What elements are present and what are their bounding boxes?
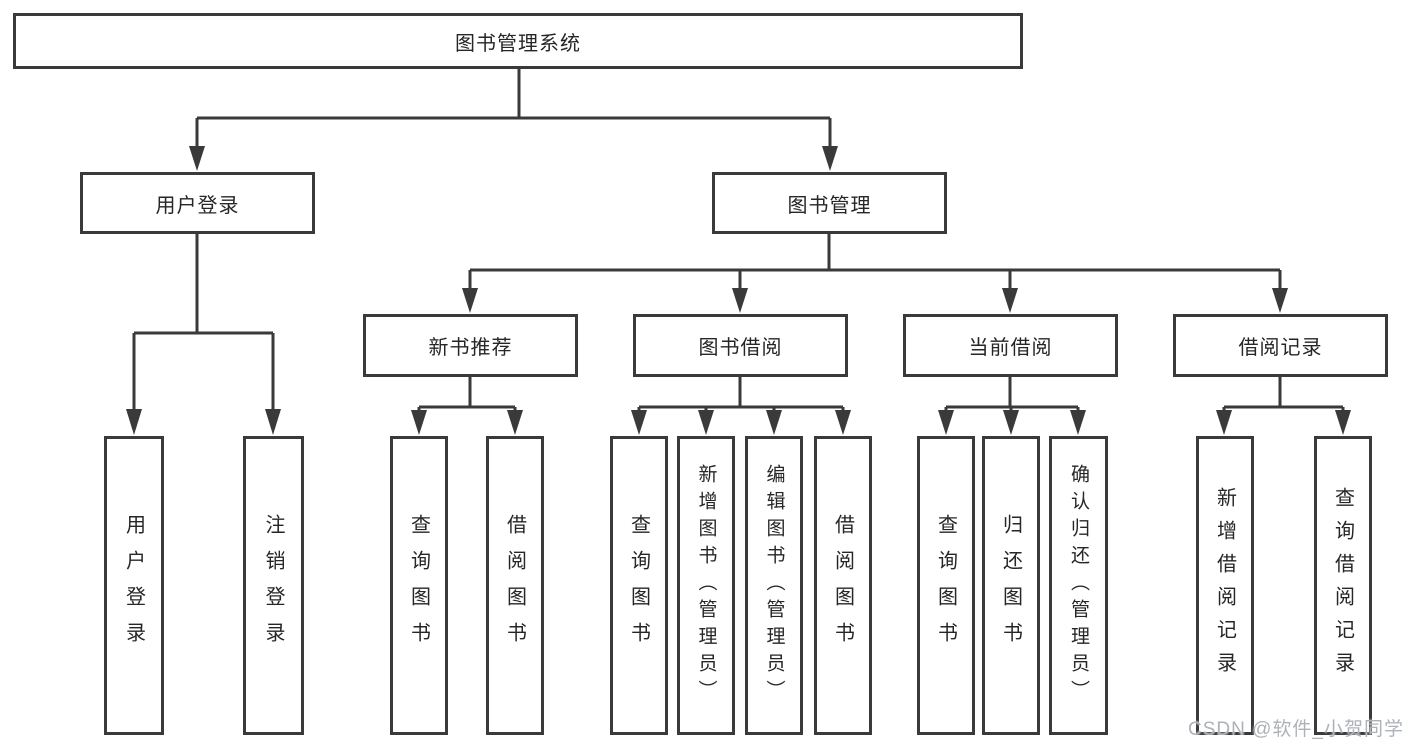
arrowhead: [411, 410, 427, 435]
arrowhead: [938, 410, 954, 435]
node-label: 查询图书: [627, 513, 650, 658]
node-label: 编辑图书（管理员）: [763, 464, 785, 707]
arrowhead: [631, 410, 647, 435]
node-label: 借阅图书: [831, 513, 854, 658]
node-root-library-system: 图书管理系统: [13, 13, 1023, 69]
node-new-book-recommendation: 新书推荐: [363, 314, 578, 377]
leaf-edit-books-admin: 编辑图书（管理员）: [745, 436, 803, 735]
node-label: 确认归还（管理员）: [1068, 464, 1089, 707]
node-label: 新增图书（管理员）: [695, 464, 717, 707]
arrowhead: [1003, 410, 1019, 435]
connector-book-management-to-level3: [462, 234, 1288, 313]
node-label: 图书管理: [787, 194, 872, 217]
leaf-user-login: 用户登录: [104, 436, 164, 735]
node-label: 查询借阅记录: [1331, 486, 1354, 685]
connector-segment: [468, 234, 1282, 289]
node-label: 注销登录: [262, 513, 284, 658]
node-label: 借阅图书: [503, 513, 526, 658]
connector-borrow-records-to-leaves: [1216, 377, 1351, 435]
arrowhead: [1335, 410, 1351, 435]
node-book-borrowing: 图书借阅: [633, 314, 848, 377]
leaf-query-borrow-record: 查询借阅记录: [1314, 436, 1372, 735]
connector-user-login-to-leaves: [126, 234, 281, 435]
node-label: 用户登录: [155, 194, 240, 217]
arrowhead: [732, 288, 748, 313]
arrowhead: [822, 146, 838, 171]
leaf-borrow-books-2: 借阅图书: [814, 436, 872, 735]
node-label: 新书推荐: [428, 337, 513, 359]
node-book-management: 图书管理: [712, 172, 947, 234]
arrowhead: [462, 288, 478, 313]
connector-segment: [132, 234, 275, 410]
node-label: 归还图书: [999, 513, 1022, 658]
leaf-add-books-admin: 新增图书（管理员）: [677, 436, 735, 735]
leaf-query-books-2: 查询图书: [610, 436, 668, 735]
csdn-watermark: CSDN @软件_小贺同学: [1188, 719, 1404, 740]
arrowhead: [766, 410, 782, 435]
arrowhead: [265, 409, 281, 435]
leaf-return-books: 归还图书: [982, 436, 1040, 735]
node-borrow-records: 借阅记录: [1173, 314, 1388, 377]
leaf-add-borrow-record: 新增借阅记录: [1196, 436, 1254, 735]
connector-current-borrowing-to-leaves: [938, 377, 1086, 435]
connector-segment: [944, 377, 1080, 411]
arrowhead: [189, 146, 205, 171]
arrowhead: [1272, 288, 1288, 313]
connector-segment: [417, 377, 517, 411]
connector-segment: [195, 69, 832, 147]
leaf-query-books-3: 查询图书: [917, 436, 975, 735]
node-label: 查询图书: [407, 513, 430, 658]
arrowhead: [507, 410, 523, 435]
connector-segment: [637, 377, 845, 411]
arrowhead: [1070, 410, 1086, 435]
node-label: 当前借阅: [968, 337, 1053, 359]
connector-root-to-level2: [189, 69, 838, 171]
arrowhead: [698, 410, 714, 435]
arrowhead: [126, 409, 142, 435]
leaf-logout: 注销登录: [243, 436, 304, 735]
arrowhead: [1216, 410, 1232, 435]
node-current-borrowing: 当前借阅: [903, 314, 1118, 377]
connector-book-borrowing-to-leaves: [631, 377, 851, 435]
arrowhead: [835, 410, 851, 435]
connector-new-books-to-leaves: [411, 377, 523, 435]
node-label: 图书管理系统: [455, 32, 581, 55]
arrowhead: [1002, 288, 1018, 313]
node-user-login: 用户登录: [80, 172, 315, 234]
node-label: 用户登录: [122, 513, 145, 658]
node-label: 新增借阅记录: [1213, 486, 1236, 685]
connector-segment: [1222, 377, 1345, 411]
node-label: 图书借阅: [698, 337, 783, 359]
node-label: 查询图书: [934, 513, 957, 658]
leaf-confirm-return-admin: 确认归还（管理员）: [1049, 436, 1108, 735]
node-label: 借阅记录: [1238, 337, 1323, 359]
leaf-query-books-1: 查询图书: [390, 436, 448, 735]
leaf-borrow-books-1: 借阅图书: [486, 436, 544, 735]
